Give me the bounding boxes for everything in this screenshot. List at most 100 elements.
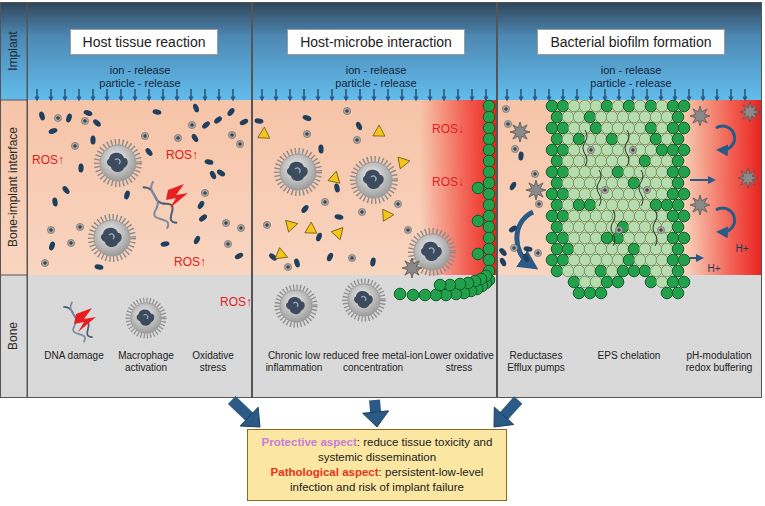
release-arrow <box>618 89 619 99</box>
release-text: particle - release <box>276 77 476 90</box>
ion-charge <box>350 256 354 260</box>
bacterium <box>557 144 569 156</box>
ion <box>188 121 195 128</box>
release-arrow <box>674 89 675 99</box>
release-arrow <box>520 89 521 99</box>
ion <box>76 223 83 230</box>
bacterium <box>606 265 618 277</box>
release-arrow <box>36 89 37 99</box>
ion-charge <box>513 147 517 151</box>
release-arrow <box>64 89 65 99</box>
ion-charge <box>323 200 327 204</box>
bacterium <box>612 144 624 156</box>
eps-strand <box>653 210 657 246</box>
bacterium <box>678 232 690 244</box>
bacterium <box>656 166 668 178</box>
effect-label: reduced free metal-ion concentration <box>314 350 432 374</box>
bacterium <box>419 289 431 301</box>
bacterium <box>483 111 495 123</box>
ion <box>358 208 365 215</box>
bacterium <box>667 210 679 222</box>
bacterium <box>557 166 569 178</box>
row-label: Implant <box>6 31 20 70</box>
column-header: Bacterial biofilm formation <box>537 29 724 55</box>
particle <box>318 144 324 153</box>
bacterium <box>661 111 673 123</box>
bacterium <box>672 265 684 277</box>
bacterium <box>562 243 574 255</box>
particle <box>65 113 73 123</box>
bacterium <box>606 177 618 189</box>
bacterium <box>639 243 651 255</box>
bacterium <box>546 122 558 134</box>
particle <box>48 127 58 135</box>
bacterium <box>623 188 635 200</box>
bacterium <box>672 111 684 123</box>
ion <box>54 114 61 121</box>
particle <box>192 103 200 113</box>
ion-charge <box>230 133 234 137</box>
bacterium <box>394 288 406 300</box>
release-arrow <box>176 89 177 99</box>
bacterium <box>579 276 591 288</box>
particle <box>370 257 377 267</box>
release-text: particle - release <box>531 77 731 90</box>
column-panel: ion - releaseparticle - releaseChronic l… <box>252 2 497 398</box>
bacterium <box>667 232 679 244</box>
bacterium <box>639 221 651 233</box>
ion <box>343 107 350 114</box>
release-arrow <box>401 89 402 99</box>
bacterium <box>568 232 580 244</box>
bacterium <box>551 265 563 277</box>
bacterium <box>472 248 484 260</box>
bacterium <box>623 100 635 112</box>
particle <box>499 257 508 267</box>
ion-charge <box>78 225 82 229</box>
particle <box>144 147 154 157</box>
bacterium <box>639 133 651 145</box>
bacterium <box>601 100 613 112</box>
bacterium <box>601 254 613 266</box>
ros-label: ROS↓ <box>432 122 464 136</box>
ion <box>615 226 622 233</box>
bacterium <box>656 276 668 288</box>
aspect-keyword: Protective aspect <box>262 436 357 448</box>
release-arrow <box>190 89 191 99</box>
bacterium <box>595 155 607 167</box>
ros-label: ROS↓ <box>432 175 464 189</box>
triangle <box>373 125 385 136</box>
triangle <box>398 155 411 169</box>
bacterium <box>590 276 602 288</box>
triangle <box>286 218 300 232</box>
dna-strand <box>63 300 95 342</box>
bacterium <box>568 122 580 134</box>
frame <box>1 3 762 398</box>
ion <box>81 117 88 124</box>
bacterium <box>568 210 580 222</box>
bacterium <box>678 144 690 156</box>
bacterium <box>656 122 668 134</box>
release-arrow <box>660 89 661 99</box>
bacterium <box>672 287 684 299</box>
bacterium <box>650 133 662 145</box>
ion-charge <box>43 261 47 265</box>
bacterium <box>667 254 679 266</box>
arrow-head <box>240 407 260 427</box>
ros-label: ROS↑ <box>220 295 252 309</box>
release-arrow <box>562 89 563 99</box>
row-label: Bone <box>6 322 20 350</box>
bacterium <box>667 188 679 200</box>
ion-charge <box>176 136 180 140</box>
effect-label: Macrophage activation <box>111 350 181 374</box>
bacterium <box>634 166 646 178</box>
bacterium <box>546 210 558 222</box>
particle <box>239 118 249 127</box>
cycle-arrow <box>716 208 735 232</box>
bacterium <box>573 177 585 189</box>
ion-charge <box>506 122 510 126</box>
release-arrow <box>506 89 507 99</box>
release-arrow <box>443 89 444 99</box>
bacterium <box>656 232 668 244</box>
column-header: Host tissue reaction <box>70 29 219 55</box>
ion-charge <box>143 134 147 138</box>
